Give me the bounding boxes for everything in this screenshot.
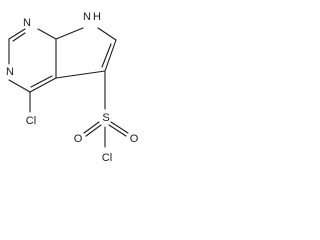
bond-n1-c2-inner: [12, 32, 26, 42]
substituents: [29, 70, 129, 148]
bond-c4-c4a-inner: [30, 75, 53, 88]
bond-s-o2-b: [108, 124, 127, 137]
pyrimidine-ring: [8, 28, 57, 93]
bond-n7-c6: [97, 27, 117, 41]
atom-s: S: [102, 112, 109, 124]
molecule-structure: N N N H Cl S O O Cl: [6, 11, 139, 164]
bond-c5-c4a: [55, 70, 106, 79]
atom-cl-sulfonyl: Cl: [102, 152, 112, 164]
atom-o-right: O: [130, 133, 139, 145]
bond-c6-c5: [104, 39, 117, 72]
atom-nh-n: N: [83, 11, 91, 23]
atom-labels: N N N H Cl S O O Cl: [6, 11, 139, 164]
atom-nh-h: H: [93, 11, 101, 23]
pyrrole-ring: [55, 27, 117, 79]
bond-c7a-n7: [55, 27, 84, 40]
atom-n3: N: [6, 66, 14, 78]
bond-c7a-n1: [37, 28, 57, 40]
bond-c6-c5-inner: [101, 43, 112, 68]
bond-n3-c4: [8, 79, 31, 93]
atom-cl-4: Cl: [26, 115, 36, 127]
bond-s-o1-b: [85, 124, 102, 137]
atom-o-left: O: [74, 133, 83, 145]
bond-s-o1-a: [83, 121, 100, 134]
atom-n1: N: [23, 17, 31, 29]
bond-c4-c4a: [29, 77, 57, 93]
bond-n1-c2: [8, 28, 26, 40]
bond-s-o2-a: [110, 121, 129, 134]
